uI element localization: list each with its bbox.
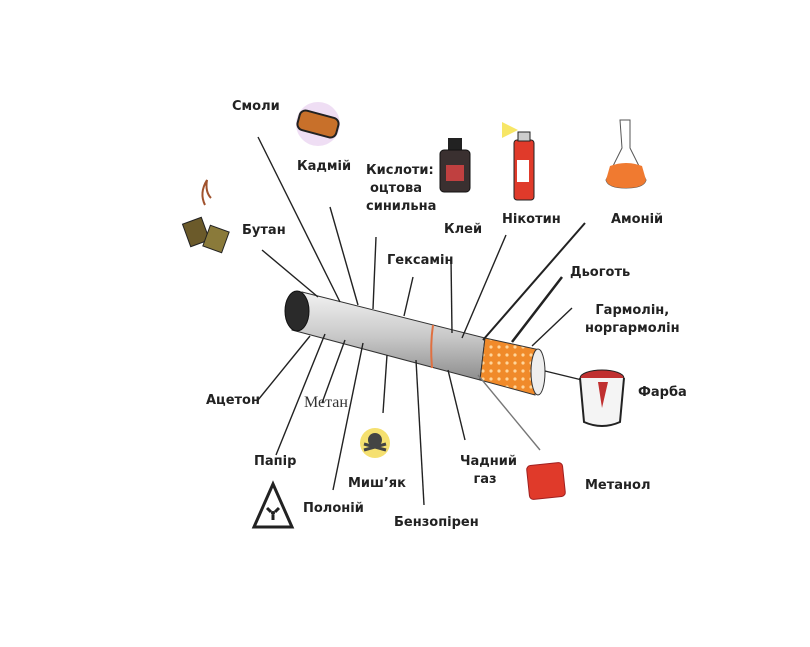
label-butan: Бутан xyxy=(242,223,286,238)
label-chadnyi-1: Чадний xyxy=(460,454,517,469)
radiation-sign-icon xyxy=(251,480,295,529)
leader-lines xyxy=(257,136,586,506)
label-chadnyi-gaz: Чадний газ xyxy=(460,453,517,489)
label-nikotyn: Нікотин xyxy=(502,212,561,227)
cadmium-battery-icon xyxy=(296,102,340,146)
label-kysloty: Кислоти: оцтова синильна xyxy=(366,162,437,216)
label-metanol: Метанол xyxy=(585,478,651,493)
flask-icon xyxy=(605,119,647,189)
spray-can-icon xyxy=(502,122,535,201)
label-kadmii: Кадмій xyxy=(297,159,352,174)
label-papir: Папір xyxy=(254,454,297,469)
label-smoly: Смоли xyxy=(232,99,280,114)
filter xyxy=(479,337,541,396)
label-kysloty-1: Кислоти: xyxy=(366,163,434,178)
paint-can-icon xyxy=(579,369,625,427)
label-klei: Клей xyxy=(444,222,483,237)
label-harmolin-1: Гармолін, xyxy=(595,303,670,318)
paper-ring xyxy=(430,324,434,369)
label-harmolin-2: норгармолін xyxy=(585,321,680,336)
label-aceton: Ацетон xyxy=(206,393,260,408)
label-harmolin: Гармолін, норгармолін xyxy=(585,302,680,338)
label-mysh-iak: Миш’як xyxy=(348,476,406,491)
fuel-canister-icon xyxy=(526,462,566,500)
label-metan: Метан xyxy=(304,394,348,411)
label-kysloty-3: синильна xyxy=(366,199,437,214)
label-dohot: Дьоготь xyxy=(570,265,631,280)
filter-end xyxy=(530,348,546,396)
label-chadnyi-2: газ xyxy=(473,472,497,487)
label-benzopiren: Бензопірен xyxy=(394,515,479,530)
cigarette xyxy=(284,290,546,396)
label-amonii: Амоній xyxy=(611,212,664,227)
ash-tip xyxy=(284,290,310,332)
label-polonii: Полоній xyxy=(303,501,364,516)
lighter-icon xyxy=(181,179,230,254)
label-heksamin: Гексамін xyxy=(387,253,454,268)
glue-bottle-icon xyxy=(439,138,471,193)
skull-icon xyxy=(360,428,390,458)
label-farba: Фарба xyxy=(638,385,687,400)
label-kysloty-2: оцтова xyxy=(369,181,423,196)
